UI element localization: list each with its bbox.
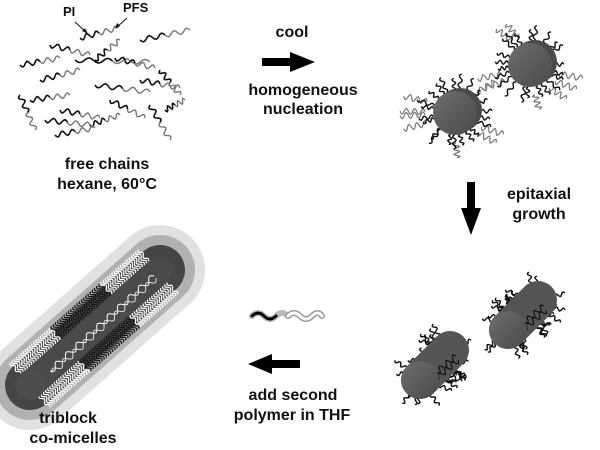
free-chains-caption-line1: free chains: [64, 156, 150, 173]
free-chain: [29, 91, 71, 104]
free-chain: [94, 38, 121, 62]
right-arrow-icon: [262, 52, 315, 72]
corona-chain: [457, 133, 465, 146]
free-chain: [94, 82, 151, 94]
corona-chain: [520, 85, 527, 103]
free-chain: [79, 25, 119, 41]
micelle-core: [489, 311, 527, 349]
left-arrow-icon: [248, 354, 300, 374]
corona-chain: [474, 120, 492, 128]
pfs-pointer-arrow: [115, 17, 128, 29]
corona-chain: [513, 32, 523, 46]
free-chain: [158, 69, 182, 96]
corona-chain: [540, 83, 551, 95]
corona-chain: [435, 83, 445, 95]
corona-chain: [430, 128, 441, 140]
add-second-label: add second: [248, 387, 338, 404]
corona-chain: [428, 90, 440, 99]
corona-chain: [494, 70, 510, 80]
grown-micelle: [481, 271, 566, 359]
growth-label: growth: [512, 206, 566, 223]
free-chain: [49, 43, 91, 57]
corona-chain: [546, 79, 561, 91]
seed-micelle: [477, 23, 584, 110]
epitaxial-label: epitaxial: [506, 186, 572, 203]
corona-chain: [439, 77, 449, 93]
nucleation-label: nucleation: [262, 101, 343, 118]
pi-pointer-arrow: [74, 21, 88, 34]
corona-chain: [497, 65, 509, 72]
grown-micelles: [394, 271, 566, 406]
free-chain: [17, 94, 38, 131]
free-chain: [89, 112, 121, 128]
corona-chain: [429, 129, 441, 144]
corona-chain: [497, 75, 512, 88]
free-chain: [59, 108, 101, 120]
corona-chain: [494, 59, 509, 66]
corona-chain: [465, 131, 475, 142]
free-chain: [19, 55, 61, 68]
seed-micelle: [399, 73, 504, 159]
micelle-core: [15, 370, 45, 400]
free-chains-caption-line2: hexane, 60°C: [57, 176, 157, 193]
free-chain: [114, 56, 156, 70]
triblock-label: triblock: [39, 410, 97, 427]
corona-chain: [504, 81, 517, 97]
corona-chain: [496, 52, 510, 59]
free-chain: [54, 125, 96, 138]
corona-chain: [451, 134, 457, 150]
corona-chain: [446, 133, 453, 146]
corona-chain: [535, 85, 544, 98]
polymer-in-thf-label: polymer in THF: [233, 407, 351, 424]
micelle-core: [401, 361, 439, 399]
free-chain: [139, 78, 181, 90]
pi-label: PI: [63, 4, 76, 19]
corona-chain: [420, 104, 435, 111]
free-chain: [74, 57, 151, 65]
pfs-label: PFS: [123, 0, 149, 15]
free-chain: [139, 27, 191, 43]
free-chain: [44, 117, 91, 128]
corona-chain: [525, 86, 531, 99]
micelle-core: [433, 91, 477, 135]
triblock-co-micelle: [0, 225, 205, 430]
cool-label: cool: [275, 24, 309, 41]
corona-chain: [469, 128, 480, 136]
co-micelles-label: co-micelles: [29, 430, 117, 447]
corona-chain: [422, 116, 435, 125]
free-chain: [164, 97, 186, 113]
second-polymer-icon: [249, 310, 325, 322]
free-chains-cluster: [17, 25, 191, 141]
corona-chain: [505, 32, 519, 48]
seed-micelles: [399, 23, 584, 159]
free-chain: [39, 67, 81, 83]
homogeneous-label: homogeneous: [248, 82, 358, 99]
corona-chain: [501, 38, 516, 50]
corona-chain: [418, 114, 434, 122]
micelle-core: [508, 43, 552, 87]
free-chain: [148, 104, 172, 141]
corona-chain: [416, 99, 435, 106]
grown-micelle: [394, 323, 472, 406]
free-chain: [109, 99, 146, 119]
down-arrow-icon: [461, 182, 481, 235]
